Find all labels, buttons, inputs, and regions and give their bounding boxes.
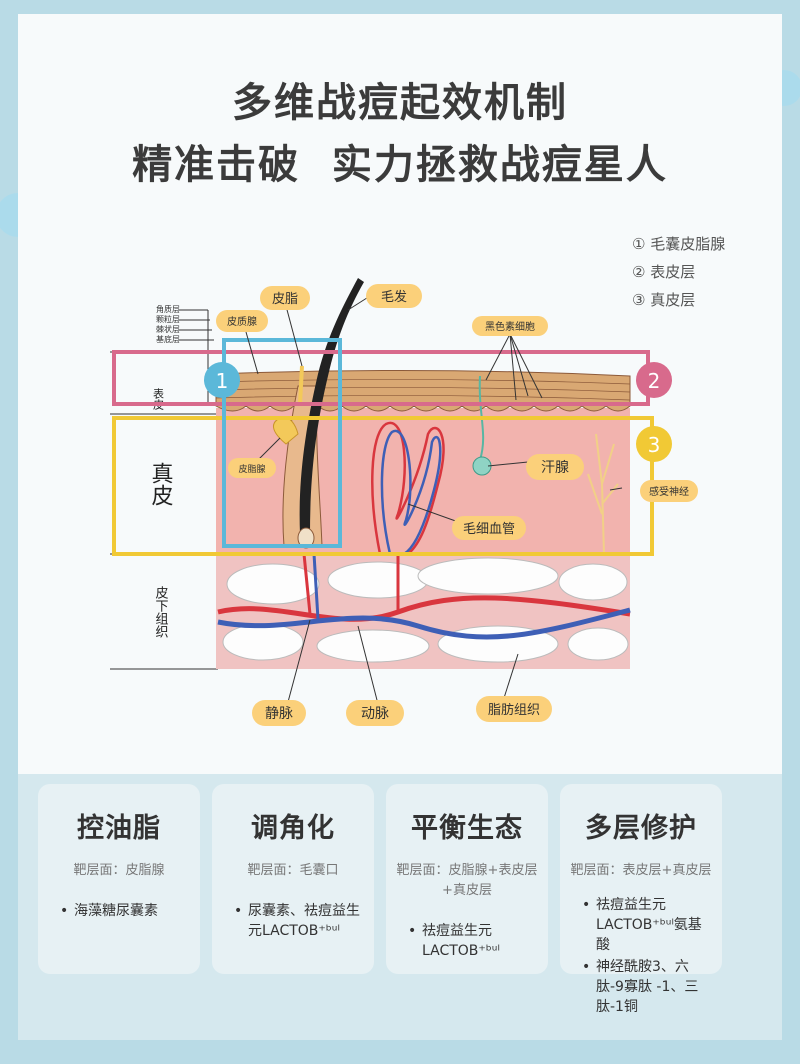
sebum-flow bbox=[298, 365, 304, 405]
layer-labels: 表皮 真皮 皮下组织 bbox=[148, 387, 174, 639]
label-cortex-gland: 皮质腺 bbox=[227, 315, 257, 328]
subheadline: 精准击破 实力拯救战痘星人 bbox=[132, 142, 668, 188]
feature-list: 尿囊素、祛痘益生元LACTOB⁺ᵇᵘˡ bbox=[234, 901, 364, 941]
feature-title: 调角化 bbox=[251, 813, 335, 844]
capillary-blue bbox=[380, 429, 442, 556]
feature-target: 靶层面：毛囊口 bbox=[247, 863, 339, 878]
label-capillary: 毛细血管 bbox=[463, 522, 515, 537]
sublayer-labels: 角质层 颗粒层 棘状层 基底层 bbox=[156, 304, 180, 344]
layer-label-dermis: 真皮 bbox=[148, 462, 174, 506]
label-sebum: 皮脂 bbox=[272, 292, 298, 307]
feature-card-keratinization: 调角化 靶层面：毛囊口 尿囊素、祛痘益生元LACTOB⁺ᵇᵘˡ bbox=[212, 784, 374, 974]
capillary-red bbox=[371, 421, 445, 555]
headline: 多维战痘起效机制 bbox=[232, 80, 568, 126]
label-fat: 脂肪组织 bbox=[488, 702, 540, 718]
layer-label-hypodermis: 皮下组织 bbox=[153, 586, 169, 638]
svg-text:2: 2 bbox=[648, 369, 661, 393]
label-melanocyte: 黑色素细胞 bbox=[485, 320, 535, 333]
label-vein: 静脉 bbox=[265, 706, 293, 722]
legend-item-3: ③ 真皮层 bbox=[632, 291, 696, 309]
skin-diagram: 角质层 颗粒层 棘状层 基底层 表皮 真皮 皮下组织 bbox=[110, 278, 698, 726]
feature-list: 祛痘益生元LACTOB⁺ᵇᵘˡ bbox=[408, 921, 538, 961]
epidermis-striations bbox=[215, 379, 631, 401]
legend-item-1: ① 毛囊皮脂腺 bbox=[632, 235, 726, 253]
vein-horizontal bbox=[217, 607, 631, 640]
badge-3: 3 bbox=[636, 426, 672, 462]
svg-text:1: 1 bbox=[216, 369, 229, 393]
feature-title: 平衡生态 bbox=[411, 813, 523, 844]
badge-1: 1 bbox=[204, 362, 240, 398]
badge-2: 2 bbox=[636, 362, 672, 398]
feature-item: 海藻糖尿囊素 bbox=[60, 901, 190, 921]
label-sweat-gland: 汗腺 bbox=[541, 460, 569, 476]
feature-card-oil-control: 控油脂 靶层面：皮脂腺 海藻糖尿囊素 bbox=[38, 784, 200, 974]
feature-target: 靶层面：皮脂腺+表皮层+真皮层 bbox=[396, 863, 538, 898]
fat-cells bbox=[222, 557, 629, 663]
sublayer-label-2: 颗粒层 bbox=[156, 314, 180, 324]
leader-lines bbox=[245, 295, 623, 705]
feature-item: 祛痘益生元LACTOB⁺ᵇᵘˡ bbox=[408, 921, 538, 961]
feature-list: 海藻糖尿囊素 bbox=[60, 901, 190, 921]
hair-vessel-red bbox=[302, 553, 312, 615]
feature-target: 靶层面：皮脂腺 bbox=[73, 863, 165, 878]
sublayer-label-1: 角质层 bbox=[156, 304, 180, 314]
feature-item: 神经酰胺3、六肽-9寡肽 -1、三肽-1铜 bbox=[582, 957, 712, 1017]
label-nerve: 感受神经 bbox=[649, 485, 689, 498]
layer-label-epidermis: 表皮 bbox=[152, 387, 165, 411]
feature-card-repair: 多层修护 靶层面：表皮层+真皮层 祛痘益生元LACTOB⁺ᵇᵘˡ氨基酸 神经酰胺… bbox=[560, 784, 722, 1015]
legend: ① 毛囊皮脂腺 ② 表皮层 ③ 真皮层 bbox=[632, 230, 725, 314]
sublayer-label-4: 基底层 bbox=[156, 334, 180, 344]
feature-item: 尿囊素、祛痘益生元LACTOB⁺ᵇᵘˡ bbox=[234, 901, 364, 941]
feature-list: 祛痘益生元LACTOB⁺ᵇᵘˡ氨基酸 神经酰胺3、六肽-9寡肽 -1、三肽-1铜 bbox=[582, 895, 712, 1017]
nerve-fibers bbox=[587, 433, 619, 555]
label-artery: 动脉 bbox=[361, 706, 389, 722]
feature-title: 多层修护 bbox=[585, 813, 697, 844]
feature-card-balance: 平衡生态 靶层面：皮脂腺+表皮层+真皮层 祛痘益生元LACTOB⁺ᵇᵘˡ bbox=[386, 784, 548, 974]
sublayer-label-3: 棘状层 bbox=[156, 324, 180, 334]
follicle-highlight-box bbox=[222, 338, 342, 548]
feature-item: 祛痘益生元LACTOB⁺ᵇᵘˡ氨基酸 bbox=[582, 895, 712, 955]
hair-vessel-blue bbox=[312, 553, 320, 620]
label-hair: 毛发 bbox=[381, 289, 407, 305]
sweat-duct bbox=[478, 375, 485, 461]
poster-card: 多维战痘起效机制 精准击破 实力拯救战痘星人 ① 毛囊皮脂腺 ② 表皮层 ③ 真… bbox=[18, 14, 782, 1040]
label-sebaceous-gland: 皮脂腺 bbox=[238, 463, 265, 475]
feature-title: 控油脂 bbox=[77, 813, 161, 844]
svg-text:3: 3 bbox=[648, 433, 661, 457]
callout-labels: 皮脂 毛发 皮质腺 黑色素细胞 皮脂腺 汗腺 感受神经 毛细血管 静脉 动脉 脂… bbox=[216, 284, 698, 726]
legend-item-2: ② 表皮层 bbox=[632, 263, 696, 281]
feature-target: 靶层面：表皮层+真皮层 bbox=[570, 863, 712, 878]
